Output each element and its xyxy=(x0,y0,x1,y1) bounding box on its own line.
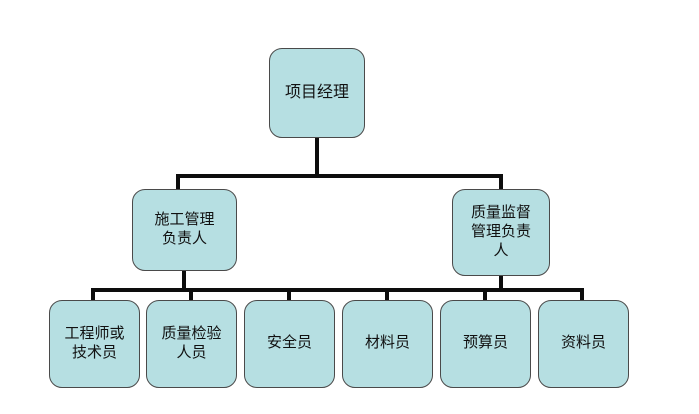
connector-drop-mid-right xyxy=(499,174,503,191)
connector-root-stem xyxy=(315,137,319,178)
node-engineer-or-technician-label: 工程师或 技术员 xyxy=(64,325,125,361)
node-budget-officer[interactable]: 预算员 xyxy=(440,300,531,388)
node-quality-inspector[interactable]: 质量检验 人员 xyxy=(146,300,237,388)
node-budget-officer-label: 预算员 xyxy=(462,335,508,352)
node-documentation-officer-label: 资料员 xyxy=(560,335,606,352)
node-material-officer-label: 材料员 xyxy=(364,335,410,352)
connector-drop-leaf-2 xyxy=(189,288,193,302)
connector-stem-mid-right xyxy=(499,276,503,290)
connector-stem-mid-left xyxy=(182,271,186,290)
node-project-manager-label: 项目经理 xyxy=(284,83,349,101)
node-engineer-or-technician[interactable]: 工程师或 技术员 xyxy=(49,300,140,388)
node-construction-management-lead[interactable]: 施工管理 负责人 xyxy=(132,189,237,271)
node-project-manager[interactable]: 项目经理 xyxy=(269,48,365,138)
connector-level3-bus xyxy=(91,288,584,292)
node-safety-officer[interactable]: 安全员 xyxy=(244,300,335,388)
node-quality-supervision-lead-label: 质量监督 管理负责 人 xyxy=(470,204,531,260)
node-safety-officer-label: 安全员 xyxy=(266,335,312,352)
node-material-officer[interactable]: 材料员 xyxy=(342,300,433,388)
connector-level2-bus xyxy=(176,174,503,178)
connector-drop-leaf-3 xyxy=(287,288,291,302)
node-construction-management-lead-label: 施工管理 负责人 xyxy=(154,211,215,247)
connector-drop-leaf-1 xyxy=(91,288,95,302)
connector-drop-leaf-4 xyxy=(385,288,389,302)
node-quality-inspector-label: 质量检验 人员 xyxy=(161,325,222,361)
connector-drop-mid-left xyxy=(176,174,180,191)
connector-drop-leaf-6 xyxy=(580,288,584,302)
node-quality-supervision-lead[interactable]: 质量监督 管理负责 人 xyxy=(452,189,550,276)
connector-drop-leaf-5 xyxy=(483,288,487,302)
node-documentation-officer[interactable]: 资料员 xyxy=(538,300,629,388)
